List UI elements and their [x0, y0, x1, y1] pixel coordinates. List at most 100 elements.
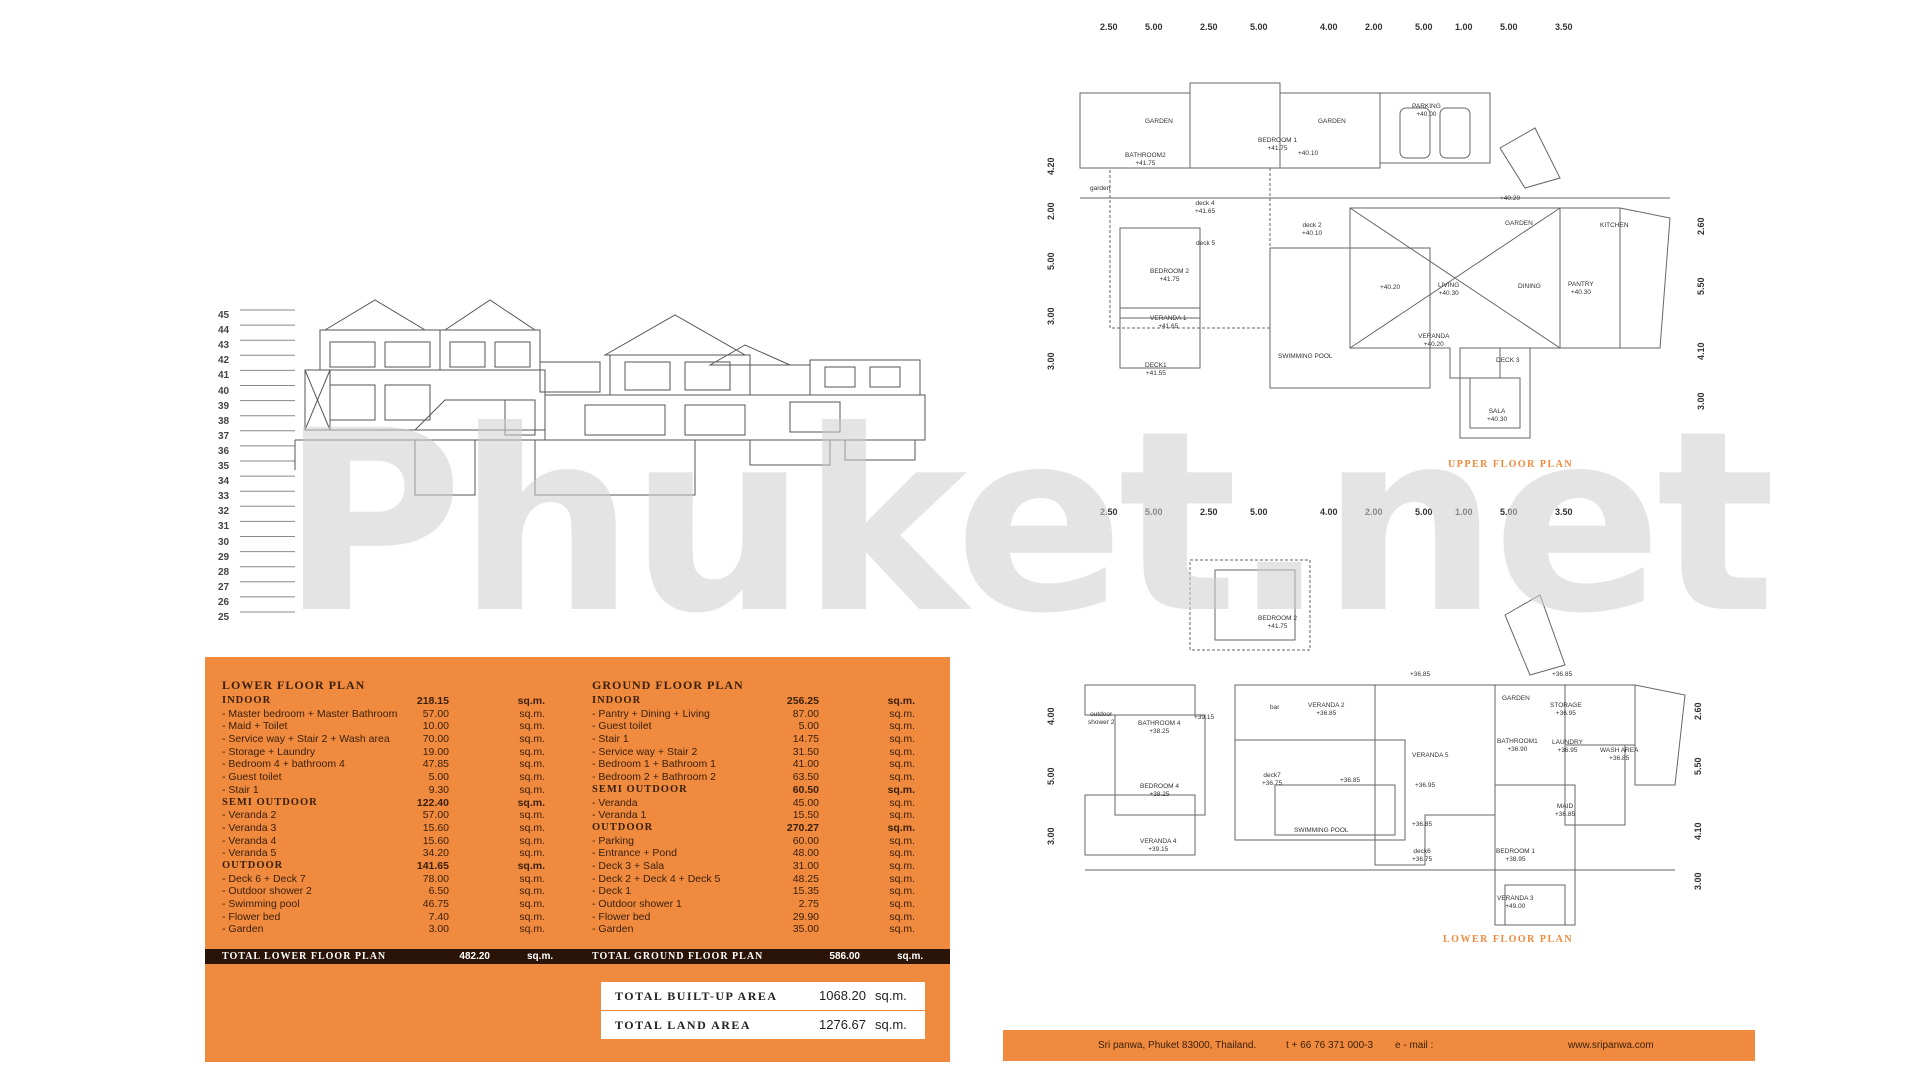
area-summary-box: TOTAL BUILT-UP AREA 1068.20 sq.m. TOTAL …	[601, 982, 925, 1039]
level-label: 37	[218, 430, 230, 442]
dimension-label: 3.00	[1046, 827, 1056, 845]
level-label: 33	[218, 491, 230, 503]
row-unit: sq.m.	[889, 923, 915, 936]
total-lower-unit: sq.m.	[527, 951, 554, 962]
room-label: GARDEN	[1318, 118, 1346, 125]
dimension-label: 4.00	[1320, 22, 1338, 32]
room-label: PARKING +40.00	[1412, 103, 1441, 118]
land-area-label: TOTAL LAND AREA	[615, 1018, 752, 1032]
row-label: - Master bedroom + Master Bathroom	[222, 707, 398, 720]
room-label: bar	[1270, 704, 1280, 711]
room-label: BEDROOM 4 +38.25	[1140, 783, 1180, 798]
total-ground-label: TOTAL GROUND FLOOR PLAN	[592, 951, 764, 962]
dimension-label: 5.00	[1415, 22, 1433, 32]
row-label: SEMI OUTDOOR	[592, 783, 688, 795]
row-value: 5.00	[798, 720, 819, 733]
dimension-label: 5.00	[1145, 507, 1163, 517]
level-label: 30	[218, 536, 230, 548]
row-label: - Bedroom 1 + Bathroom 1	[592, 758, 717, 771]
row-unit: sq.m.	[519, 745, 545, 758]
row-value: 31.00	[792, 859, 819, 872]
row-label: - Guest toilet	[222, 771, 282, 784]
dimension-label: 4.00	[1320, 507, 1338, 517]
row-value: 9.30	[428, 783, 449, 796]
room-label: deck 5	[1196, 240, 1216, 247]
footer-email-label: e - mail :	[1395, 1040, 1434, 1051]
dimension-label: 3.00	[1046, 352, 1056, 370]
room-label: KITCHEN	[1600, 222, 1629, 229]
room-label: BATHROOM 4 +38.25	[1138, 720, 1181, 735]
row-unit: sq.m.	[889, 834, 915, 847]
dimension-label: 1.00	[1455, 22, 1473, 32]
row-label: INDOOR	[222, 695, 272, 706]
room-label: LIVING +40.30	[1438, 282, 1460, 297]
row-label: - Deck 2 + Deck 4 + Deck 5	[592, 872, 721, 885]
land-area-row: TOTAL LAND AREA 1276.67 sq.m.	[601, 1011, 925, 1039]
room-label: +39.15	[1194, 714, 1215, 721]
row-value: 5.00	[428, 771, 449, 784]
row-value: 70.00	[422, 733, 449, 746]
row-value: 7.40	[428, 910, 449, 923]
row-label: - Stair 1	[222, 783, 259, 796]
built-up-label: TOTAL BUILT-UP AREA	[615, 989, 778, 1003]
room-label: VERANDA +40.20	[1418, 333, 1450, 348]
row-unit: sq.m.	[889, 809, 915, 822]
dimension-label: 2.00	[1365, 507, 1383, 517]
dimension-label: 5.00	[1145, 22, 1163, 32]
land-area-value: 1276.67	[819, 1017, 866, 1032]
totals-bar: TOTAL LOWER FLOOR PLAN 482.20 sq.m. TOTA…	[205, 949, 950, 964]
dimension-label: 4.00	[1046, 707, 1056, 725]
room-label: SWIMMING POOL	[1294, 827, 1349, 834]
row-value: 41.00	[792, 758, 819, 771]
room-label: +36.85	[1552, 671, 1573, 678]
row-unit: sq.m.	[519, 872, 545, 885]
row-label: INDOOR	[592, 695, 642, 706]
room-label: +40.10	[1298, 150, 1319, 157]
row-unit: sq.m.	[519, 923, 545, 936]
row-value: 29.90	[792, 910, 819, 923]
row-value: 45.00	[792, 796, 819, 809]
dimension-label: 5.00	[1046, 252, 1056, 270]
upper-floor-plan-drawing	[1079, 82, 1671, 439]
row-value: 15.60	[422, 834, 449, 847]
built-up-value: 1068.20	[819, 988, 866, 1003]
row-label: - Veranda 5	[222, 847, 277, 860]
row-value: 270.27	[786, 821, 819, 834]
row-unit: sq.m.	[889, 847, 915, 860]
row-unit: sq.m.	[889, 771, 915, 784]
dimension-label: 5.00	[1250, 507, 1268, 517]
row-unit: sq.m.	[887, 695, 915, 707]
row-unit: sq.m.	[889, 898, 915, 910]
room-label: BATHROOM2 +41.75	[1125, 152, 1166, 167]
footer-website-link[interactable]: www.sripanwa.com	[1568, 1040, 1654, 1051]
room-label: VERANDA 2 +36.85	[1308, 702, 1345, 717]
row-label: - Outdoor shower 1	[592, 898, 682, 910]
dimension-label: 5.00	[1046, 767, 1056, 785]
row-unit: sq.m.	[889, 859, 915, 872]
row-unit: sq.m.	[887, 783, 915, 796]
room-label: +36.95	[1415, 782, 1436, 789]
room-label: GARDEN	[1502, 695, 1530, 702]
footer-contact-bar: Sri panwa, Phuket 83000, Thailand. t + 6…	[1003, 1030, 1755, 1061]
row-unit: sq.m.	[519, 809, 545, 822]
dimension-label: 3.50	[1555, 22, 1573, 32]
level-label: 28	[218, 566, 230, 578]
level-label: 40	[218, 385, 230, 397]
row-label: - Veranda 2	[222, 809, 277, 822]
dimension-label: 2.50	[1200, 507, 1218, 517]
